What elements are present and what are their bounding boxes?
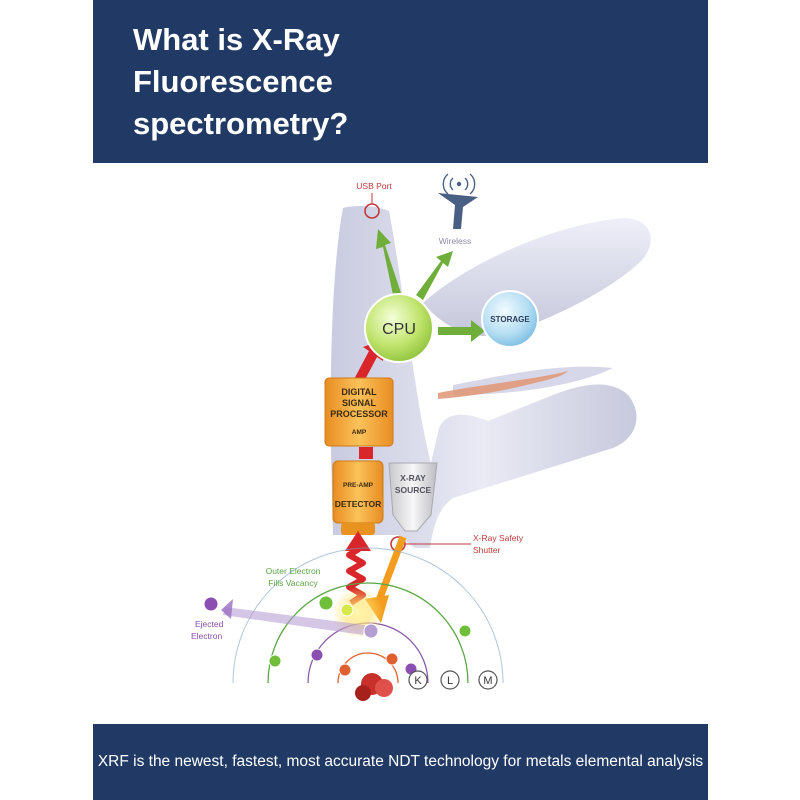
dsp-label-line-1: DIGITAL <box>341 387 377 397</box>
shell-labels: K L M <box>408 670 498 690</box>
dsp-label-line-3: PROCESSOR <box>330 409 388 419</box>
title-line-3: spectrometry? <box>133 106 349 141</box>
storage-label: STORAGE <box>490 315 530 324</box>
xray-source-line-1: X-RAY <box>400 473 426 483</box>
arrow-to-usb <box>376 229 401 295</box>
dsp-label-line-2: SIGNAL <box>342 398 377 408</box>
outer-electron-callout: Outer Electron Fills Vacancy <box>266 566 321 588</box>
xray-source: X-RAY SOURCE <box>388 462 438 532</box>
ejected-electron-path <box>223 607 365 635</box>
safety-shutter-line-2: Shutter <box>473 545 501 555</box>
title-line-1: What is X-Ray <box>133 22 340 57</box>
shell-k-label: K <box>414 675 422 687</box>
ejected-electron-line-2: Electron <box>191 631 222 641</box>
title-line-2: Fluorescence <box>133 64 333 99</box>
arrow-detector-to-dsp <box>359 447 373 459</box>
footer-caption: XRF is the newest, fastest, most accurat… <box>97 753 704 770</box>
outer-electron-line-1: Outer Electron <box>266 566 321 576</box>
atom-illustration <box>203 547 504 701</box>
cpu-label: CPU <box>382 321 416 338</box>
ejected-electron-line-1: Ejected <box>195 619 224 629</box>
arrow-to-wireless <box>416 251 453 300</box>
detector-label: DETECTOR <box>335 499 382 509</box>
usb-port: USB Port <box>356 181 392 219</box>
safety-shutter-line-1: X-Ray Safety <box>473 533 524 543</box>
dsp-box: DIGITAL SIGNAL PROCESSOR AMP <box>324 377 394 447</box>
usb-port-label: USB Port <box>356 181 392 191</box>
shell-l-label: L <box>447 675 453 687</box>
cpu-node: CPU <box>364 293 434 363</box>
xrf-diagram: USB Port Wireless CPU STORAGE DIGITAL SI… <box>93 163 708 724</box>
signal-arrows <box>351 229 485 459</box>
amp-label: AMP <box>352 429 367 436</box>
detector-box: PRE-AMP DETECTOR <box>332 460 384 535</box>
pre-amp-label: PRE-AMP <box>343 482 374 489</box>
shell-m-label: M <box>483 675 492 687</box>
arrow-to-storage <box>438 320 485 342</box>
outer-electron-line-2: Fills Vacancy <box>268 578 318 588</box>
storage-node: STORAGE <box>481 290 539 348</box>
footer-banner: XRF is the newest, fastest, most accurat… <box>93 724 708 800</box>
xray-source-line-2: SOURCE <box>395 485 432 495</box>
ejected-electron-callout: Ejected Electron <box>191 619 224 641</box>
wireless-label: Wireless <box>439 236 472 246</box>
wireless-antenna-icon: Wireless <box>438 173 478 246</box>
title-banner: What is X-Ray Fluorescence spectrometry? <box>93 0 708 163</box>
